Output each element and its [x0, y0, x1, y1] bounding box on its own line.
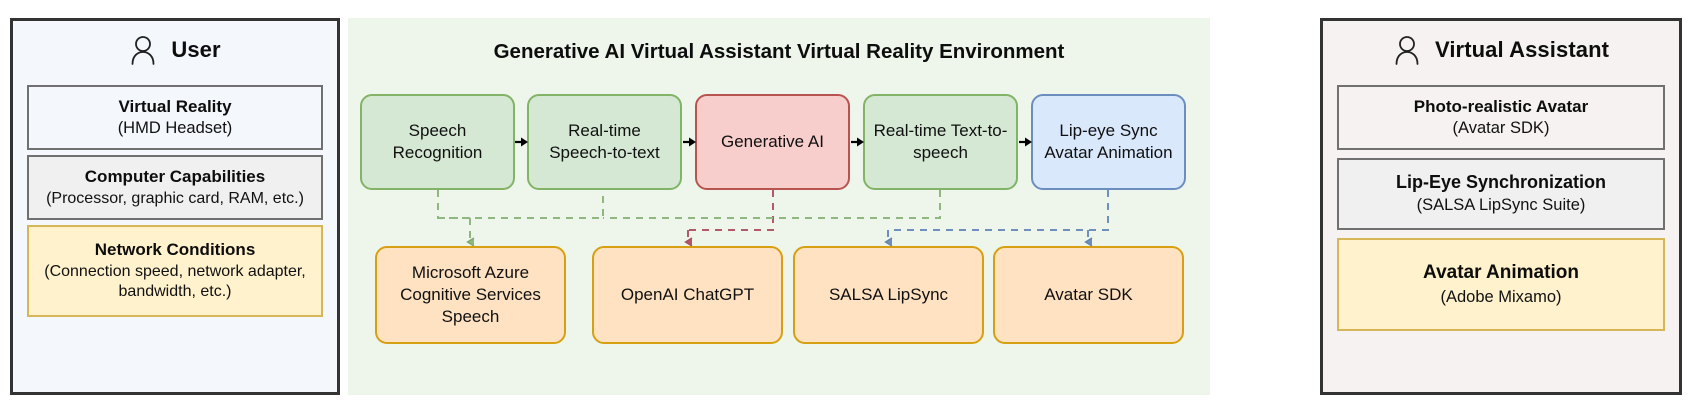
- pipeline-arrow-4: [1019, 137, 1032, 147]
- user-card-computer-capabilities: Computer Capabilities (Processor, graphi…: [27, 155, 323, 220]
- card-subtitle: (Adobe Mixamo): [1440, 287, 1562, 306]
- person-icon: [1393, 35, 1421, 65]
- assistant-card-photo-realistic-avatar: Photo-realistic Avatar (Avatar SDK): [1337, 85, 1665, 150]
- virtual-assistant-panel-title: Virtual Assistant: [1434, 37, 1610, 62]
- user-card-network-conditions: Network Conditions (Connection speed, ne…: [27, 225, 323, 317]
- card-title: Network Conditions: [94, 240, 256, 260]
- assistant-card-lip-eye-synchronization: Lip-Eye Synchronization (SALSA LipSync S…: [1337, 158, 1665, 230]
- mapping-edges: [437, 190, 1109, 247]
- person-icon: [129, 35, 157, 65]
- user-panel: User Virtual Reality (HMD Headset) Compu…: [10, 18, 340, 395]
- virtual-assistant-panel-header: Virtual Assistant: [1323, 21, 1679, 79]
- user-panel-header: User: [13, 21, 337, 79]
- card-subtitle: (SALSA LipSync Suite): [1416, 196, 1586, 215]
- card-subtitle: (Avatar SDK): [1452, 119, 1550, 138]
- environment-title: Generative AI Virtual Assistant Virtual …: [493, 40, 1065, 63]
- card-title: Photo-realistic Avatar: [1413, 96, 1589, 116]
- pipeline-arrow-3: [851, 137, 864, 147]
- pipeline-box-generative-ai[interactable]: Generative AI: [695, 94, 850, 190]
- pipeline-box-real-time-speech-to-text[interactable]: Real-time Speech-to-text: [527, 94, 682, 190]
- card-title: Avatar Animation: [1423, 262, 1579, 284]
- card-title: Computer Capabilities: [84, 166, 266, 186]
- pipeline-arrow-1: [515, 137, 528, 147]
- user-card-virtual-reality: Virtual Reality (HMD Headset): [27, 85, 323, 150]
- pipeline-box-speech-recognition[interactable]: Speech Recognition: [360, 94, 515, 190]
- service-box-openai-chatgpt[interactable]: OpenAI ChatGPT: [592, 246, 783, 344]
- environment-panel: Generative AI Virtual Assistant Virtual …: [348, 18, 1210, 395]
- pipeline-box-lip-eye-sync-avatar-animation[interactable]: Lip-eye Sync Avatar Animation: [1031, 94, 1186, 190]
- card-title: Lip-Eye Synchronization: [1395, 172, 1607, 193]
- pipeline-arrow-2: [683, 137, 696, 147]
- assistant-card-avatar-animation: Avatar Animation (Adobe Mixamo): [1337, 238, 1665, 331]
- card-subtitle: (Processor, graphic card, RAM, etc.): [46, 189, 304, 207]
- user-panel-title: User: [171, 37, 221, 62]
- card-subtitle: (HMD Headset): [117, 119, 233, 138]
- card-subtitle: (Connection speed, network adapter, band…: [44, 262, 306, 301]
- card-title: Virtual Reality: [118, 96, 232, 116]
- service-box-salsa-lipsync[interactable]: SALSA LipSync: [793, 246, 984, 344]
- virtual-assistant-panel: Virtual Assistant Photo-realistic Avatar…: [1320, 18, 1682, 395]
- pipeline-box-real-time-text-to-speech[interactable]: Real-time Text-to-speech: [863, 94, 1018, 190]
- service-box-microsoft-azure-cognitive-services-speech[interactable]: Microsoft Azure Cognitive Services Speec…: [375, 246, 566, 344]
- service-box-avatar-sdk[interactable]: Avatar SDK: [993, 246, 1184, 344]
